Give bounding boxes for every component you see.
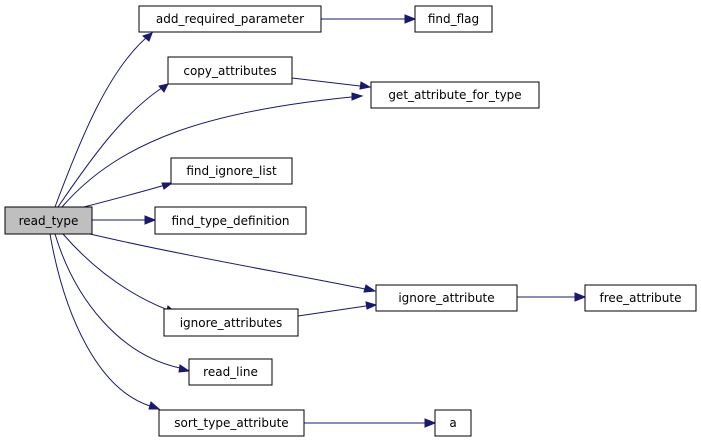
node-ignore-attribute[interactable]: ignore_attribute — [375, 284, 518, 312]
node-label-get-attribute-for-type: get_attribute_for_type — [388, 88, 521, 102]
node-find-flag[interactable]: find_flag — [414, 5, 493, 33]
node-read-type[interactable]: read_type — [4, 206, 93, 235]
edge-read-type-to-add-required-parameter — [54, 32, 153, 208]
node-read-line[interactable]: read_line — [188, 358, 273, 386]
edge-read-type-to-ignore-attributes — [62, 233, 178, 314]
edge-sort-type-attribute-to-a — [304, 418, 437, 428]
node-get-attribute-for-type[interactable]: get_attribute_for_type — [370, 81, 540, 109]
node-find-ignore-list[interactable]: find_ignore_list — [170, 157, 293, 185]
node-label-read-type: read_type — [19, 214, 79, 228]
edge-add-required-parameter-to-find-flag — [321, 14, 417, 24]
edge-ignore-attribute-to-free-attribute — [517, 292, 587, 302]
node-add-required-parameter[interactable]: add_required_parameter — [138, 5, 322, 33]
edge-read-type-to-ignore-attribute — [89, 233, 377, 293]
edge-read-type-to-read-line — [54, 233, 191, 373]
node-label-a: a — [449, 416, 456, 430]
node-label-find-ignore-list: find_ignore_list — [186, 164, 277, 178]
edge-copy-attributes-to-get-attribute-for-type — [291, 77, 372, 90]
edge-read-type-to-find-ignore-list — [79, 182, 174, 209]
node-label-ignore-attributes: ignore_attributes — [180, 316, 283, 330]
node-a[interactable]: a — [434, 409, 472, 437]
node-label-find-type-definition: find_type_definition — [171, 214, 289, 228]
node-find-type-definition[interactable]: find_type_definition — [154, 206, 307, 235]
edge-read-type-to-get-attribute-for-type — [61, 92, 364, 208]
node-label-sort-type-attribute: sort_type_attribute — [174, 416, 288, 430]
node-label-free-attribute: free_attribute — [599, 291, 681, 305]
call-graph-edges — [49, 14, 587, 428]
node-copy-attributes[interactable]: copy_attributes — [167, 56, 293, 85]
node-free-attribute[interactable]: free_attribute — [584, 284, 697, 312]
edge-read-type-to-find-type-definition — [92, 215, 157, 225]
node-label-add-required-parameter: add_required_parameter — [156, 12, 304, 26]
node-label-find-flag: find_flag — [428, 12, 479, 26]
node-label-read-line: read_line — [203, 365, 258, 379]
node-label-copy-attributes: copy_attributes — [183, 64, 276, 78]
edge-ignore-attributes-to-ignore-attribute — [297, 301, 378, 317]
node-label-ignore-attribute: ignore_attribute — [398, 291, 494, 305]
node-sort-type-attribute[interactable]: sort_type_attribute — [158, 409, 305, 437]
edge-read-type-to-sort-type-attribute — [49, 233, 161, 410]
node-ignore-attributes[interactable]: ignore_attributes — [163, 308, 299, 337]
edge-read-type-to-copy-attributes — [57, 83, 169, 208]
call-graph-nodes: read_type add_required_parameter find_fl… — [4, 5, 697, 437]
